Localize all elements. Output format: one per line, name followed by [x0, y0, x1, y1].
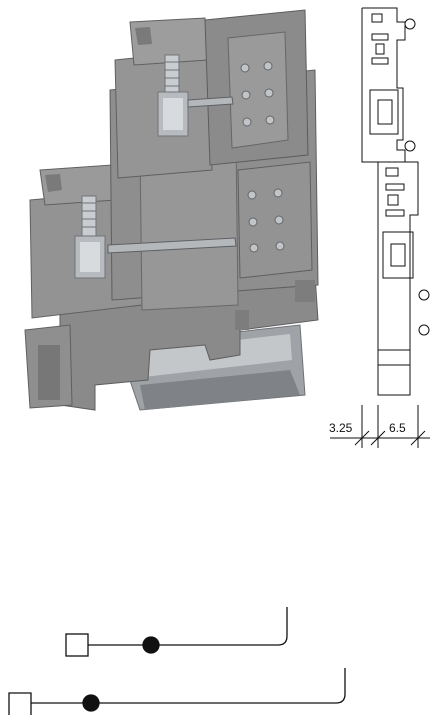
- busbar-lower: [107, 237, 237, 254]
- terminal-block-photo: [24, 9, 319, 411]
- screw-clamp-upper: [157, 54, 189, 137]
- screw-clamp-lower: [74, 195, 106, 279]
- dimension-left-label: 3.25: [329, 421, 353, 435]
- schematic-symbol: [8, 607, 346, 715]
- junction-dot-icon: [142, 636, 160, 654]
- terminal-square-icon: [65, 633, 89, 657]
- schematic-circuit-1: [65, 607, 288, 657]
- conductor-riser: [335, 668, 346, 704]
- busbar-upper: [187, 96, 234, 108]
- terminal-square-icon: [8, 692, 32, 715]
- junction-dot-icon: [82, 694, 100, 712]
- side-profile-drawing: [361, 7, 430, 396]
- test-sockets-upper: [240, 61, 275, 127]
- schematic-circuit-2: [8, 668, 346, 715]
- dimension-right-label: 6.5: [389, 421, 406, 435]
- housing-base: [59, 274, 319, 411]
- conductor-riser: [277, 607, 288, 646]
- test-sockets-lower: [247, 188, 285, 253]
- dimension-annotation: [330, 405, 430, 448]
